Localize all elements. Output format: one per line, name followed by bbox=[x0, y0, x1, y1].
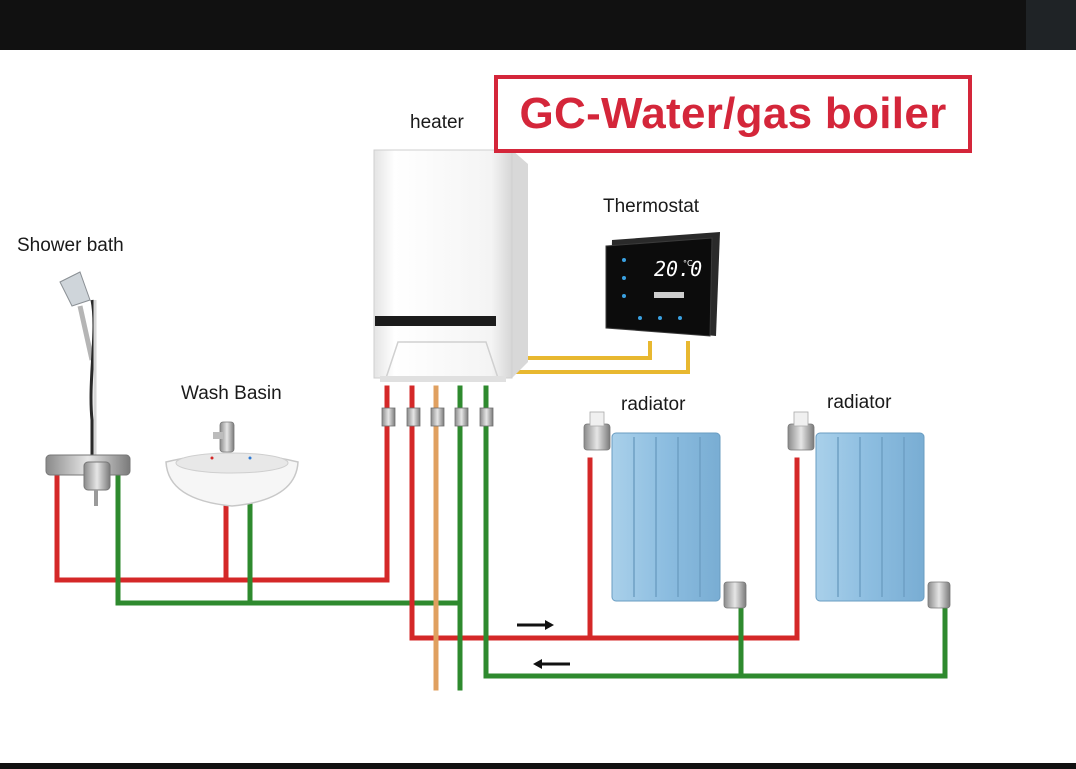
page-title: GC-Water/gas boiler bbox=[519, 89, 947, 138]
boiler-icon bbox=[373, 149, 528, 427]
return-arrow-icon bbox=[533, 659, 570, 669]
thermostat-temperature: 20.0 bbox=[654, 257, 702, 281]
thermostat-unit: °C bbox=[683, 259, 693, 268]
thermostat-icon: 20.0 °C bbox=[605, 232, 720, 337]
cold-water-pipe bbox=[115, 475, 460, 606]
top-bar bbox=[0, 0, 1076, 50]
heater-label: heater bbox=[410, 112, 464, 133]
pipes bbox=[54, 341, 948, 691]
title-box: GC-Water/gas boiler bbox=[494, 75, 972, 153]
control-wire-2 bbox=[512, 341, 690, 374]
radiator-icon-2 bbox=[787, 411, 951, 609]
thermostat-label: Thermostat bbox=[603, 196, 700, 217]
shower-label: Shower bath bbox=[17, 235, 124, 256]
radiator-label-2: radiator bbox=[827, 392, 892, 413]
heating-diagram: 20.0 °C bbox=[45, 149, 951, 691]
valve-icon bbox=[381, 407, 494, 427]
mixer-faucet-icon bbox=[45, 454, 131, 506]
heating-return-pipe bbox=[483, 385, 948, 679]
hot-water-pipe bbox=[54, 385, 390, 583]
flow-arrow-icon bbox=[517, 620, 554, 630]
top-bar-corner bbox=[1026, 0, 1076, 50]
sink-icon bbox=[165, 421, 299, 507]
shower-head-icon bbox=[59, 271, 97, 460]
basin-label: Wash Basin bbox=[181, 383, 282, 404]
heating-flow-pipe bbox=[409, 385, 800, 641]
bottom-bar bbox=[0, 763, 1076, 769]
control-wire-1 bbox=[512, 341, 652, 360]
radiator-label-1: radiator bbox=[621, 394, 686, 415]
radiator-icon bbox=[583, 411, 747, 609]
